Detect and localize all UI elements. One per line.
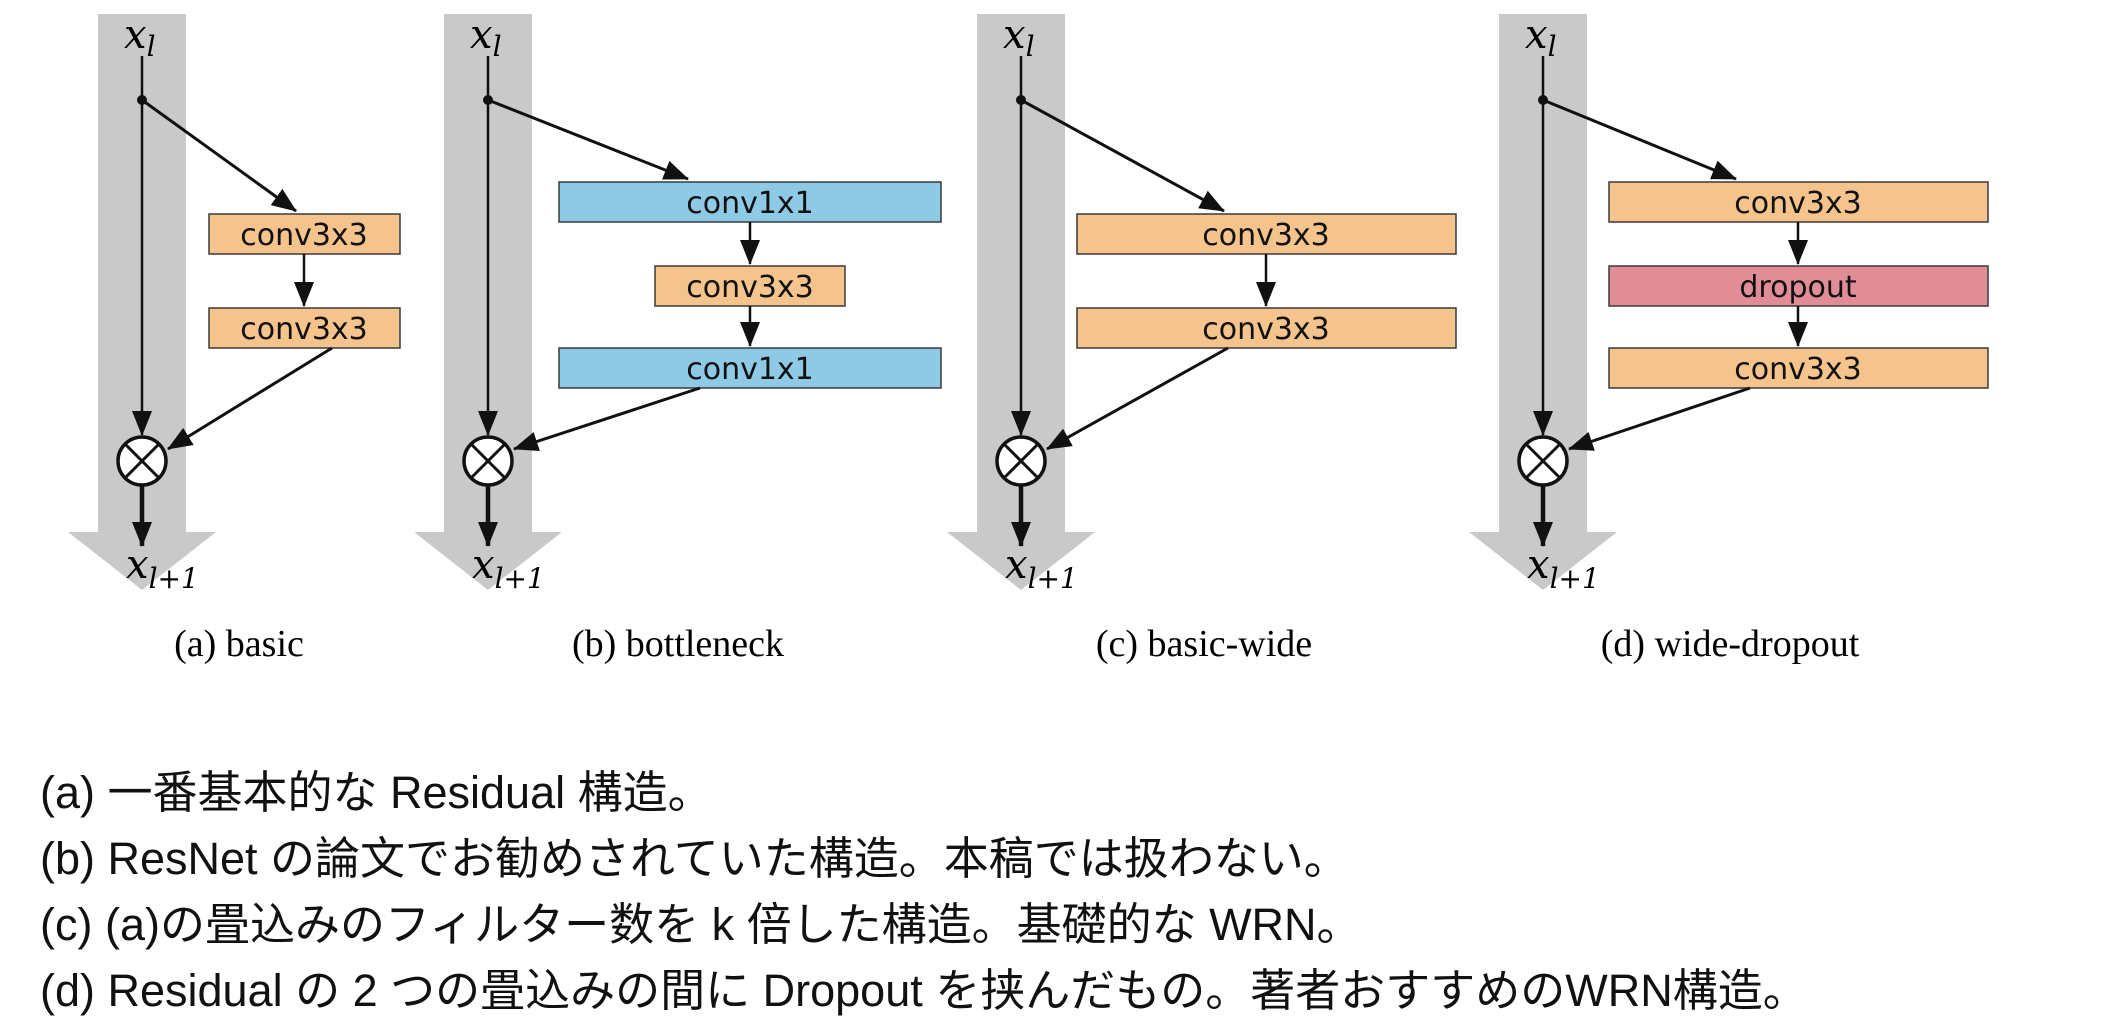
merge-cross (1524, 442, 1562, 480)
conv-box (558, 347, 942, 389)
merge-cross (469, 442, 507, 480)
conv-box (208, 307, 401, 349)
caption-basic: (a) basic (174, 623, 304, 665)
output-label: xl+1 (126, 542, 199, 595)
input-label: xl (1525, 12, 1557, 63)
diagram-bottleneck: xl conv1x1 conv3x3 conv1x1 xl+1 (414, 12, 942, 595)
note-line-a: (a) 一番基本的な Residual 構造。 (40, 767, 713, 818)
conv-box-label: conv3x3 (686, 270, 814, 305)
conv-box-label: conv1x1 (686, 352, 814, 387)
conv-to-merge-arrow (167, 346, 333, 451)
subfigure-captions: (a) basic (b) bottleneck (c) basic-wide … (0, 622, 2112, 672)
conv-box-label: conv1x1 (686, 186, 814, 221)
conv-box (1076, 213, 1457, 255)
note-line-c: (c) (a)の畳込みのフィルター数を k 倍した構造。基礎的な WRN。 (40, 899, 1362, 950)
conv-box (1076, 307, 1457, 349)
branch-to-conv-arrow (1020, 98, 1225, 213)
output-label: xl+1 (1005, 542, 1078, 595)
branch-to-conv-arrow (1542, 98, 1737, 181)
input-label: xl (470, 12, 502, 63)
conv-box-label: conv3x3 (240, 218, 368, 253)
conv-box-label: conv3x3 (1202, 312, 1330, 347)
dropout-box (1608, 265, 1989, 307)
conv-to-merge-arrow (1046, 346, 1229, 451)
diagram-basic: xl conv3x3 conv3x3 xl+1 (68, 12, 401, 595)
output-label: xl+1 (472, 542, 545, 595)
conv-box (208, 213, 401, 255)
residual-block-diagrams: xl conv3x3 conv3x3 xl+1 xl conv1x1 conv3… (68, 12, 1989, 595)
conv-to-merge-arrow (513, 386, 701, 452)
note-line-b: (b) ResNet の論文でお勧めされていた構造。本稿では扱わない。 (40, 833, 1349, 884)
diagram-basic-wide: xl conv3x3 conv3x3 xl+1 (947, 12, 1457, 595)
output-label: xl+1 (1527, 542, 1600, 595)
branch-to-conv-arrow (141, 98, 297, 213)
diagram-wide-dropout: xl conv3x3 dropout conv3x3 xl+1 (1469, 12, 1989, 595)
branch-to-conv-arrow (487, 98, 689, 181)
conv-box-label: conv3x3 (240, 312, 368, 347)
merge-cross (123, 442, 161, 480)
conv-box (1608, 347, 1989, 389)
merge-cross (1002, 442, 1040, 480)
figure-notes: (a) 一番基本的な Residual 構造。 (b) ResNet の論文でお… (40, 760, 2110, 1024)
caption-bottleneck: (b) bottleneck (571, 623, 785, 665)
caption-wide-dropout: (d) wide-dropout (1600, 623, 1860, 665)
conv-to-merge-arrow (1568, 386, 1751, 451)
input-label: xl (1003, 12, 1035, 63)
caption-basic-wide: (c) basic-wide (1095, 623, 1313, 665)
conv-box-label: conv3x3 (1734, 352, 1862, 387)
note-line-d: (d) Residual の 2 つの畳込みの間に Dropout を挟んだもの… (40, 965, 1808, 1016)
conv-box-label: conv3x3 (1734, 186, 1862, 221)
conv-box (1608, 181, 1989, 223)
conv-box-label: conv3x3 (1202, 218, 1330, 253)
conv-box (558, 181, 942, 223)
dropout-box-label: dropout (1739, 270, 1856, 305)
input-label: xl (124, 12, 156, 63)
